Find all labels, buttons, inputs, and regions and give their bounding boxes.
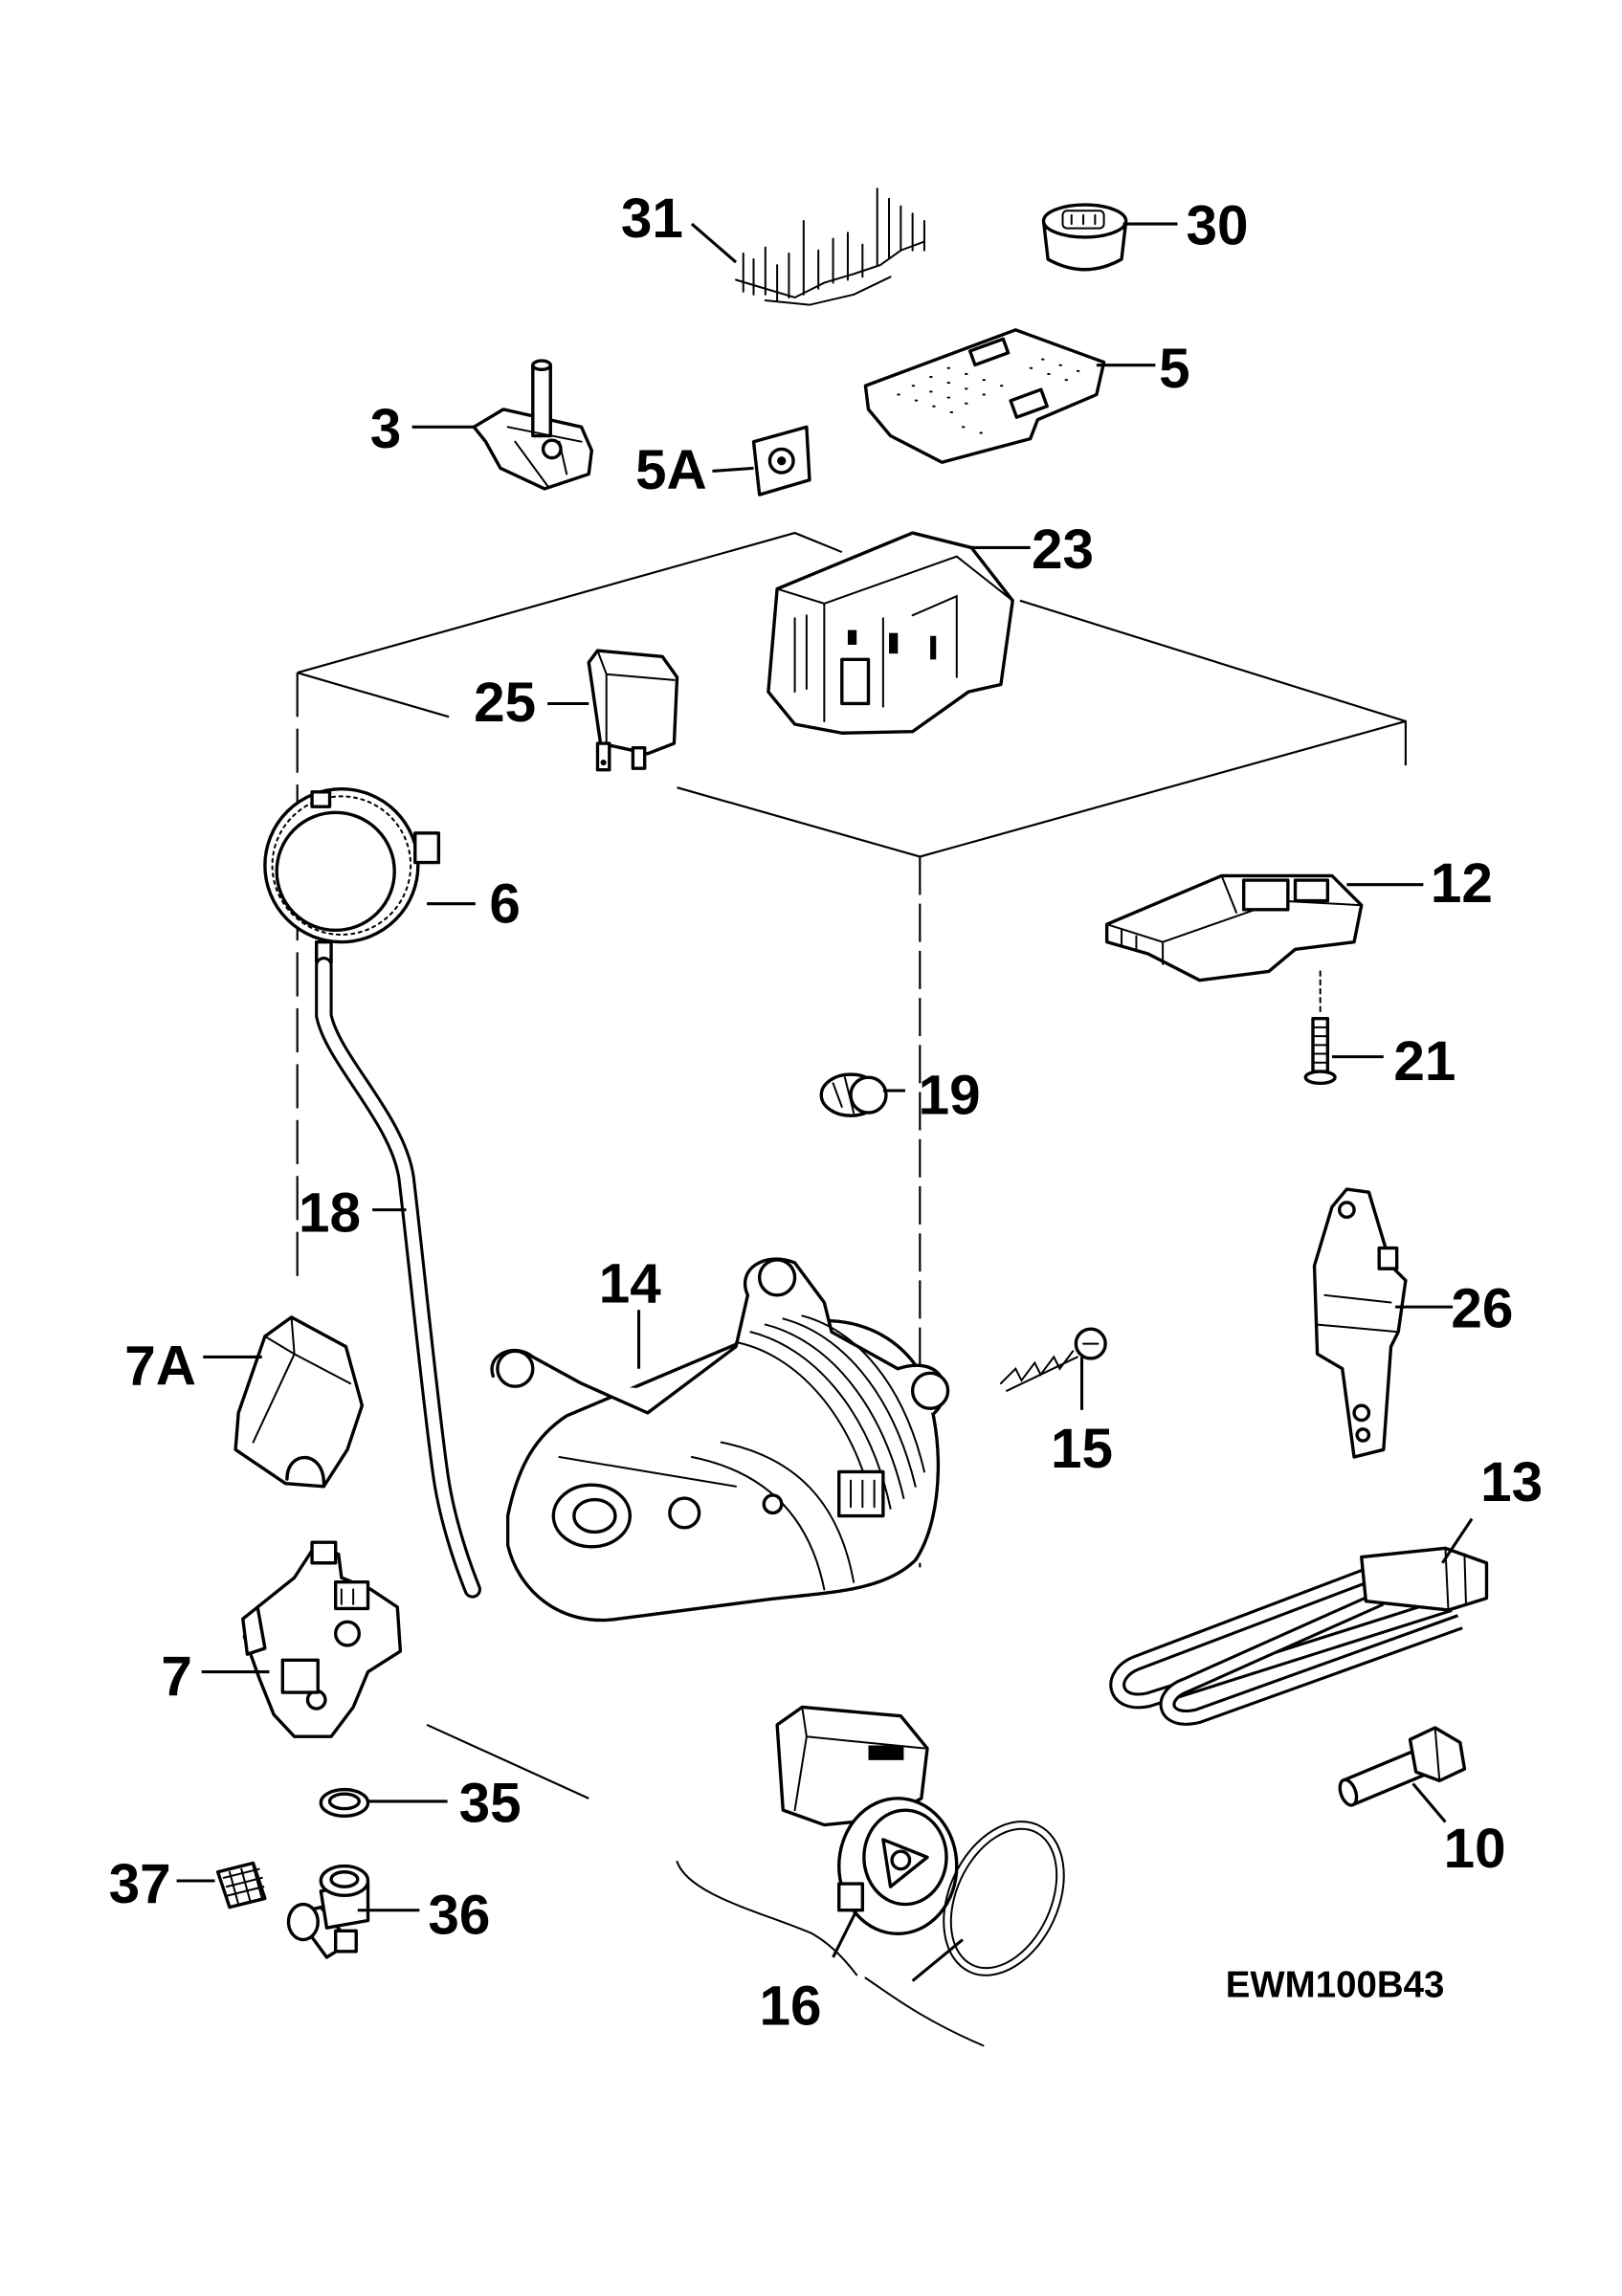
label-7a: 7A <box>124 1336 196 1398</box>
heating-element-part <box>1109 1546 1489 1726</box>
temperature-sensor-part <box>1338 1726 1467 1807</box>
display-unit-part <box>1041 203 1128 272</box>
label-6: 6 <box>489 873 521 936</box>
label-10: 10 <box>1444 1818 1506 1880</box>
relay-part <box>587 649 679 772</box>
sensor-probe-part <box>1312 1187 1408 1459</box>
label-31: 31 <box>621 188 683 250</box>
label-5a: 5A <box>635 439 707 501</box>
label-7: 7 <box>161 1645 192 1708</box>
door-lock-part <box>1104 873 1364 982</box>
label-26: 26 <box>1451 1278 1513 1340</box>
screw-part-15 <box>999 1327 1107 1392</box>
hose-part <box>315 957 481 1599</box>
electronic-board-part <box>863 328 1106 464</box>
wiring-harness-part <box>735 188 925 306</box>
label-14: 14 <box>599 1253 662 1315</box>
fitting-part <box>286 1864 370 1959</box>
label-19: 19 <box>919 1065 981 1127</box>
label-3: 3 <box>370 398 402 460</box>
model-code: EWM100B43 <box>1226 1964 1445 2005</box>
bracket-part <box>233 1315 365 1489</box>
selector-switch-part <box>472 359 594 491</box>
boundary-curves <box>676 1860 985 2047</box>
label-30: 30 <box>1187 195 1249 257</box>
motor-part <box>490 1257 950 1623</box>
pressure-switch-part <box>263 787 441 964</box>
water-valve-part <box>241 1540 403 1738</box>
label-12: 12 <box>1431 852 1493 915</box>
part-labels: 31 30 5 3 5A 23 25 6 12 21 19 18 14 7A 1… <box>109 188 1544 2038</box>
bushing-part <box>819 1072 888 1117</box>
label-13: 13 <box>1480 1451 1543 1513</box>
leader-lines <box>176 222 1474 1982</box>
filter-part <box>215 1861 267 1910</box>
cabinet-outline <box>296 531 1407 1799</box>
label-16: 16 <box>759 1976 821 2038</box>
label-37: 37 <box>109 1853 171 1915</box>
label-35: 35 <box>459 1772 522 1834</box>
label-18: 18 <box>299 1182 361 1245</box>
label-25: 25 <box>474 672 536 734</box>
label-36: 36 <box>428 1884 490 1946</box>
label-21: 21 <box>1393 1030 1455 1093</box>
label-23: 23 <box>1032 519 1094 581</box>
label-15: 15 <box>1051 1418 1113 1480</box>
seal-ring-part <box>319 1787 370 1818</box>
control-box-part <box>767 531 1014 735</box>
drain-pump-part <box>775 1705 1065 1976</box>
screw-part-21 <box>1303 970 1337 1086</box>
small-module-part <box>751 425 811 497</box>
label-5: 5 <box>1159 338 1190 400</box>
